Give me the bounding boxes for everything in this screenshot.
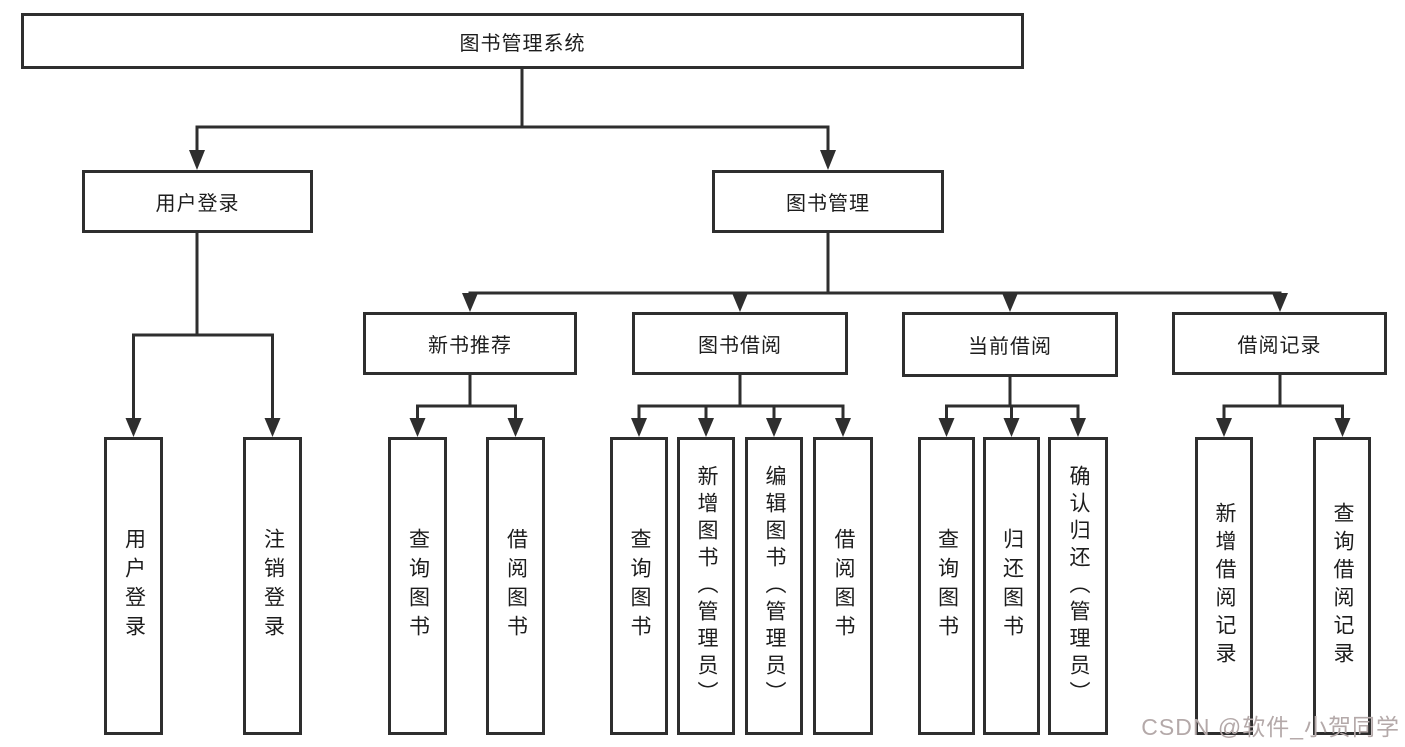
node-leaf-query-borrow-record: 查询借阅记录 — [1313, 437, 1371, 735]
node-current-borrow: 当前借阅 — [902, 312, 1118, 377]
node-leaf-query-books-2: 查询图书 — [610, 437, 668, 735]
node-leaf-query-books-3: 查询图书 — [918, 437, 975, 735]
node-leaf-add-books-admin: 新增图书（管理员） — [677, 437, 735, 735]
node-root-system: 图书管理系统 — [21, 13, 1024, 69]
node-leaf-return-books: 归还图书 — [983, 437, 1040, 735]
node-leaf-query-books-1: 查询图书 — [388, 437, 447, 735]
node-leaf-logout: 注销登录 — [243, 437, 302, 735]
node-leaf-add-borrow-record: 新增借阅记录 — [1195, 437, 1253, 735]
node-leaf-borrow-books-1: 借阅图书 — [486, 437, 545, 735]
node-new-book-recommend: 新书推荐 — [363, 312, 577, 375]
node-book-management: 图书管理 — [712, 170, 944, 233]
node-leaf-edit-books-admin: 编辑图书（管理员） — [745, 437, 803, 735]
node-borrow-records: 借阅记录 — [1172, 312, 1387, 375]
node-leaf-borrow-books-2: 借阅图书 — [813, 437, 873, 735]
node-user-login: 用户登录 — [82, 170, 313, 233]
node-book-borrow: 图书借阅 — [632, 312, 848, 375]
node-leaf-confirm-return-admin: 确认归还（管理员） — [1048, 437, 1108, 735]
node-leaf-user-login: 用户登录 — [104, 437, 163, 735]
